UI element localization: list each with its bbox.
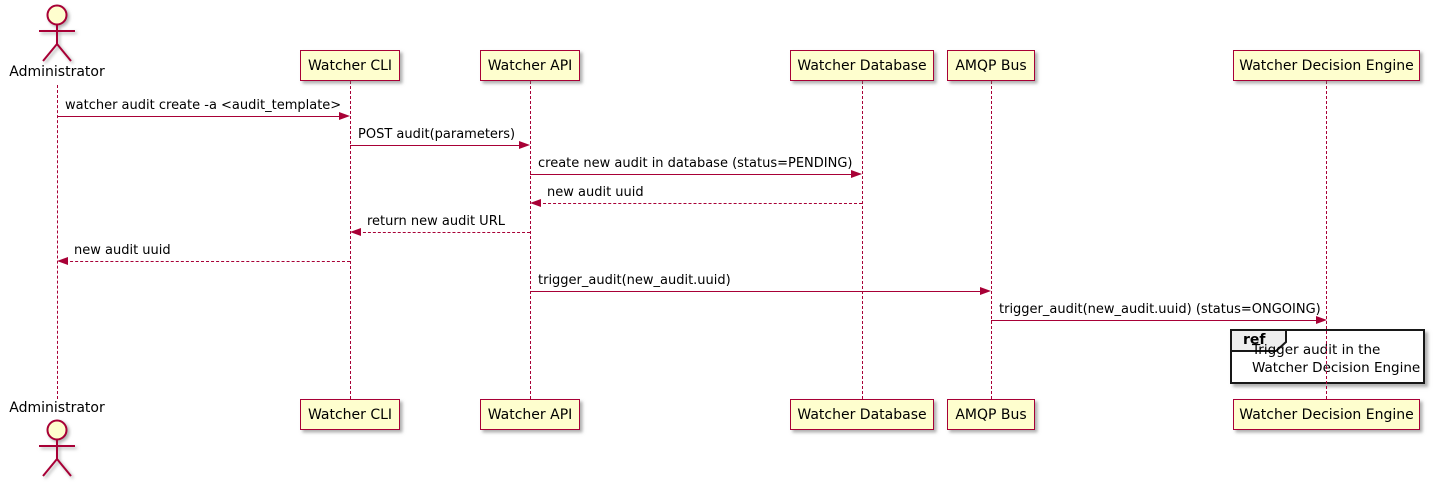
message-label: return new audit URL [367,214,505,229]
ref-text-line: Watcher Decision Engine [1252,360,1421,376]
message-label: create new audit in database (status=PEN… [538,156,853,171]
actor-stick-figure-icon [27,3,87,69]
message-line [991,320,1324,321]
message-arrowhead-icon [980,287,991,295]
message-label: trigger_audit(new_audit.uuid) [538,273,731,288]
actor-label-administrator: Administrator [9,64,105,80]
lifeline-watcher-api [529,81,531,399]
message-label: watcher audit create -a <audit_template> [65,98,342,113]
participant-watcher-decision-engine: Watcher Decision Engine [1233,50,1420,81]
participant-watcher-decision-engine: Watcher Decision Engine [1233,399,1420,430]
message-arrowhead-icon [851,170,862,178]
ref-tab-shape [1230,329,1287,352]
message-line [530,291,988,292]
message-arrowhead-icon [339,112,350,120]
message-label: POST audit(parameters) [358,127,516,142]
lifeline-watcher-database [861,81,863,399]
message-line [353,232,530,233]
message-arrowhead-icon [519,141,530,149]
participant-amqp-bus: AMQP Bus [947,50,1035,81]
ref-keyword: ref [1243,332,1266,348]
lifeline-administrator [56,85,58,399]
message-line [350,145,527,146]
message-arrowhead-icon [1315,316,1327,324]
participant-watcher-api: Watcher API [480,50,580,81]
lifeline-watcher-decision-engine [1326,81,1327,399]
message-arrowhead-icon [57,257,68,265]
message-line [57,116,347,117]
lifeline-watcher-cli [349,81,351,399]
message-line [533,203,862,204]
message-label: trigger_audit(new_audit.uuid) (status=ON… [999,302,1321,317]
message-line [60,261,350,262]
participant-watcher-database: Watcher Database [790,399,934,430]
message-line [530,174,859,175]
message-label: new audit uuid [547,185,644,200]
ref-text-line: Trigger audit in the [1252,342,1381,358]
message-arrowhead-icon [530,199,541,207]
ref-fragment: ref Trigger audit in the Watcher Decisio… [1230,329,1425,384]
actor-label-administrator: Administrator [9,400,105,416]
message-label: new audit uuid [74,243,171,258]
message-arrowhead-icon [350,228,361,236]
participant-watcher-cli: Watcher CLI [300,50,400,81]
actor-stick-figure-icon [27,418,87,484]
participant-watcher-database: Watcher Database [790,50,934,81]
participant-watcher-cli: Watcher CLI [300,399,400,430]
lifeline-amqp-bus [990,81,992,399]
participant-amqp-bus: AMQP Bus [947,399,1035,430]
participant-watcher-api: Watcher API [480,399,580,430]
